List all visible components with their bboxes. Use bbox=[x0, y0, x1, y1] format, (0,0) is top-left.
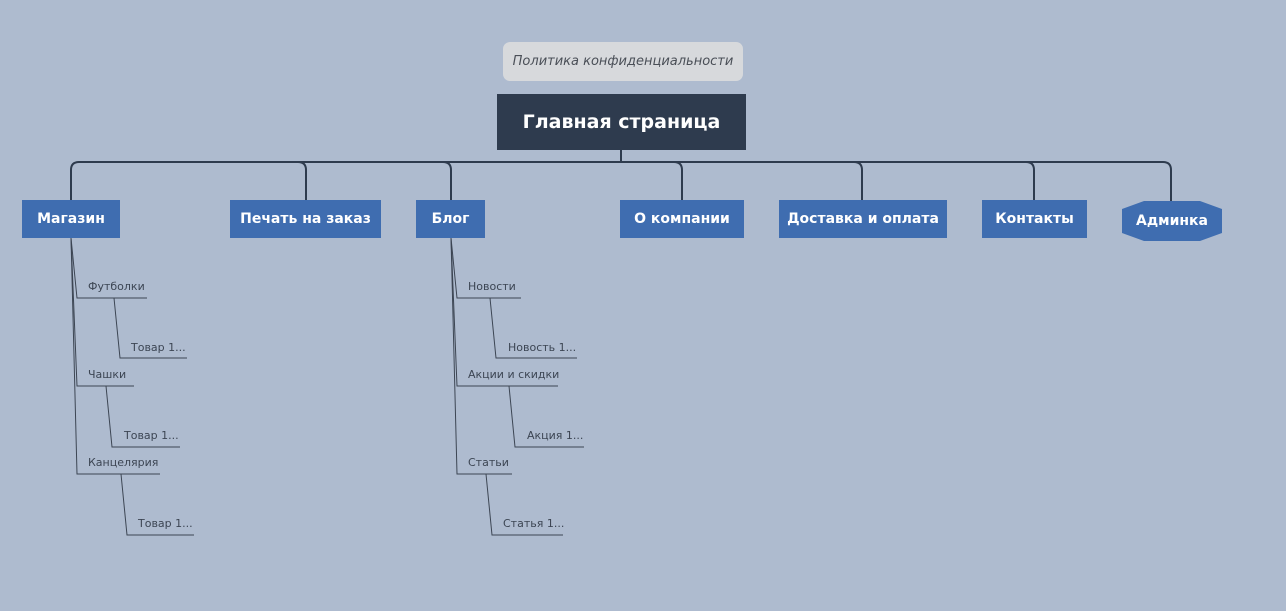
hexagon-shape bbox=[1122, 201, 1222, 241]
promo-entry-item[interactable]: Акция 1... bbox=[527, 429, 584, 442]
delivery-payment-node[interactable]: Доставка и оплата bbox=[779, 200, 947, 238]
tshirts-product-item[interactable]: Товар 1... bbox=[131, 341, 186, 354]
print-on-demand-label: Печать на заказ bbox=[240, 211, 371, 227]
admin-node[interactable]: Админка bbox=[1120, 201, 1224, 241]
home-page-node[interactable]: Главная страница bbox=[497, 94, 746, 150]
blog-node[interactable]: Блог bbox=[416, 200, 485, 238]
tshirts-item[interactable]: Футболки bbox=[88, 280, 145, 293]
contacts-label: Контакты bbox=[995, 211, 1074, 227]
cups-product-item[interactable]: Товар 1... bbox=[124, 429, 179, 442]
promo-item[interactable]: Акции и скидки bbox=[468, 368, 560, 381]
privacy-policy-label: Политика конфиденциальности bbox=[512, 54, 734, 69]
stationery-product-item[interactable]: Товар 1... bbox=[138, 517, 193, 530]
contacts-node[interactable]: Контакты bbox=[982, 200, 1087, 238]
articles-item[interactable]: Статьи bbox=[468, 456, 509, 469]
about-company-node[interactable]: О компании bbox=[620, 200, 744, 238]
privacy-policy-node[interactable]: Политика конфиденциальности bbox=[503, 42, 743, 81]
news-entry-item[interactable]: Новость 1... bbox=[508, 341, 577, 354]
delivery-payment-label: Доставка и оплата bbox=[787, 211, 939, 227]
shop-label: Магазин bbox=[37, 211, 105, 227]
print-on-demand-node[interactable]: Печать на заказ bbox=[230, 200, 381, 238]
articles-entry-item[interactable]: Статья 1... bbox=[503, 517, 565, 530]
cups-item[interactable]: Чашки bbox=[88, 368, 127, 381]
about-company-label: О компании bbox=[634, 211, 730, 227]
home-page-label: Главная страница bbox=[522, 111, 721, 133]
shop-node[interactable]: Магазин bbox=[22, 200, 120, 238]
admin-label: Админка bbox=[1135, 213, 1209, 229]
blog-label: Блог bbox=[431, 211, 470, 227]
stationery-item[interactable]: Канцелярия bbox=[88, 456, 159, 469]
news-item[interactable]: Новости bbox=[468, 280, 516, 293]
